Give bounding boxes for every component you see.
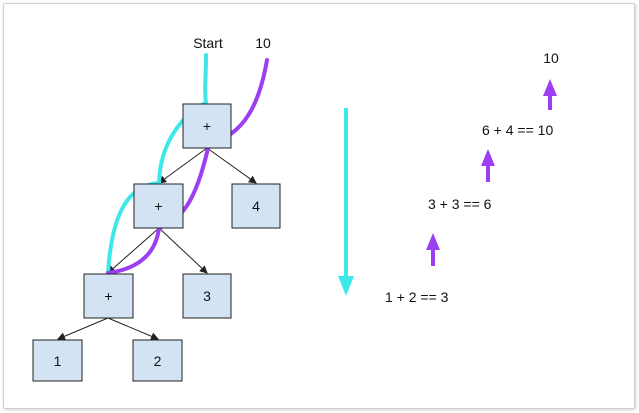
node-one-label: 1 [54,353,62,369]
purple-up-arrow-1 [426,233,440,266]
node-four: 4 [231,183,281,229]
purple-up-arrow-3 [543,79,557,110]
node-two: 2 [132,339,183,382]
node-four-label: 4 [252,198,260,214]
tree-edges [57,147,257,340]
node-low: + [83,273,134,319]
edge-root-mid [158,147,208,184]
node-root: + [182,103,232,149]
node-low-label: + [104,288,112,304]
cyan-descent-path [106,53,209,275]
target-label: 10 [255,35,271,51]
node-root-label: + [203,118,211,134]
node-three: 3 [182,273,232,319]
purple-up-arrow-2 [481,149,495,182]
equation-4: 10 [543,50,559,66]
start-label: Start [193,35,223,51]
node-two-label: 2 [154,353,162,369]
node-one: 1 [32,339,83,382]
edge-low-one [57,317,109,340]
edge-root-four [206,147,257,184]
cyan-down-arrow [338,108,354,296]
edge-low-two [107,317,159,340]
edge-mid-three [158,227,208,274]
diagram-frame [3,3,635,409]
purple-ascent-path [106,58,269,275]
equation-2: 3 + 3 == 6 [428,196,492,212]
equation-3: 6 + 4 == 10 [482,122,553,138]
edge-mid-low [107,227,160,274]
node-three-label: 3 [203,288,211,304]
equation-1: 1 + 2 == 3 [385,289,449,305]
node-mid: + [133,183,184,229]
node-mid-label: + [154,198,162,214]
